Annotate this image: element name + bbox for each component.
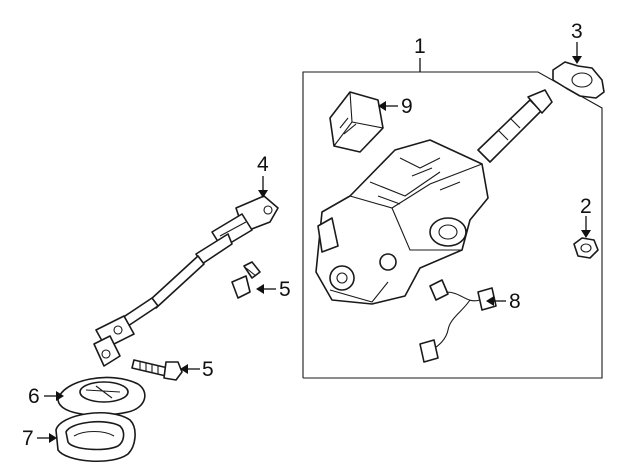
seal-part-6[interactable] <box>57 376 146 416</box>
boot-part-7[interactable] <box>55 412 136 463</box>
callout-4: 4 <box>257 153 269 176</box>
leader-lines <box>37 42 591 443</box>
callout-7: 7 <box>22 427 34 450</box>
callout-2: 2 <box>580 195 592 218</box>
callout-9: 9 <box>401 95 413 118</box>
wiring-harness-part-8[interactable] <box>419 279 497 363</box>
steering-column-outline-box <box>302 71 603 379</box>
bolt-part-5-upper[interactable] <box>231 261 261 299</box>
callout-5-lower: 5 <box>202 358 214 381</box>
bolt-part-5-lower[interactable] <box>131 359 183 381</box>
nut-part-2[interactable] <box>573 237 599 259</box>
control-module-part-9[interactable] <box>329 91 384 153</box>
intermediate-shaft-part-4[interactable] <box>93 195 279 367</box>
callout-5-upper: 5 <box>279 278 291 301</box>
callout-8: 8 <box>509 290 521 313</box>
callout-6: 6 <box>28 385 40 408</box>
callout-1: 1 <box>414 35 426 58</box>
bracket-part-3[interactable] <box>552 61 605 99</box>
callout-3: 3 <box>571 20 583 43</box>
steering-column-part-1[interactable] <box>315 89 553 305</box>
